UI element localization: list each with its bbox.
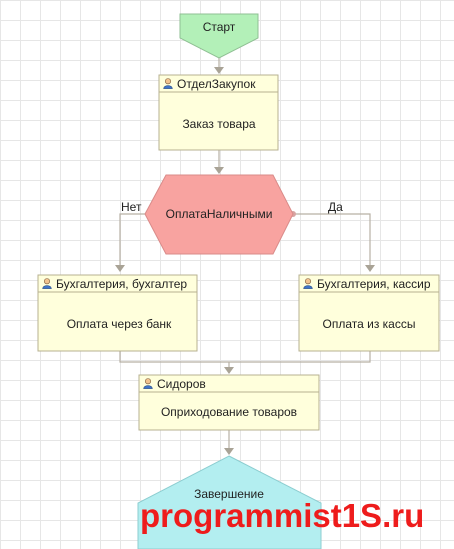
arrow-head: [224, 448, 234, 455]
task-bank[interactable]: Бухгалтерия, бухгалтер Оплата через банк: [37, 274, 198, 352]
start-label: Старт: [203, 20, 236, 34]
arrow-head: [365, 265, 375, 272]
task-performer: Бухгалтерия, кассир: [317, 277, 431, 291]
yes-branch-label: Да: [328, 200, 343, 214]
edge-kassa-to-oprih: [229, 351, 371, 363]
flow-edges: [115, 58, 375, 455]
edge-condition-no: [119, 213, 145, 266]
task-performer: Сидоров: [157, 377, 206, 391]
end-shape: [137, 455, 322, 549]
condition-node[interactable]: ОплатаНаличными: [144, 174, 294, 255]
task-performer: Бухгалтерия, бухгалтер: [56, 277, 187, 291]
edge-bank-to-oprih: [119, 351, 229, 363]
task-box: [138, 374, 320, 431]
task-label: Оплата через банк: [67, 317, 172, 331]
condition-label: ОплатаНаличными: [166, 207, 273, 221]
task-label: Оплата из кассы: [323, 317, 416, 331]
start-node[interactable]: Старт: [179, 13, 259, 59]
task-box: [37, 274, 198, 352]
end-node[interactable]: Завершение: [137, 455, 322, 549]
arrow-head: [214, 67, 224, 74]
task-performer: ОтделЗакупок: [177, 77, 256, 91]
start-shape: [179, 13, 259, 59]
task-box: [298, 274, 440, 352]
end-label: Завершение: [194, 487, 264, 501]
edge-condition-yes: [293, 213, 371, 266]
task-kassa[interactable]: Бухгалтерия, кассир Оплата из кассы: [298, 274, 440, 352]
arrow-head: [115, 265, 125, 272]
task-zakaz[interactable]: ОтделЗакупок Заказ товара: [158, 74, 279, 151]
no-branch-label: Нет: [121, 200, 142, 214]
arrow-head: [214, 167, 224, 174]
condition-shape: [144, 174, 294, 255]
task-box: [158, 74, 279, 151]
task-label: Оприходование товаров: [161, 405, 297, 419]
task-oprih[interactable]: Сидоров Оприходование товаров: [138, 374, 320, 431]
task-label: Заказ товара: [182, 117, 255, 131]
watermark-text: programmist1S.ru: [140, 497, 425, 534]
arrow-head: [224, 367, 234, 374]
